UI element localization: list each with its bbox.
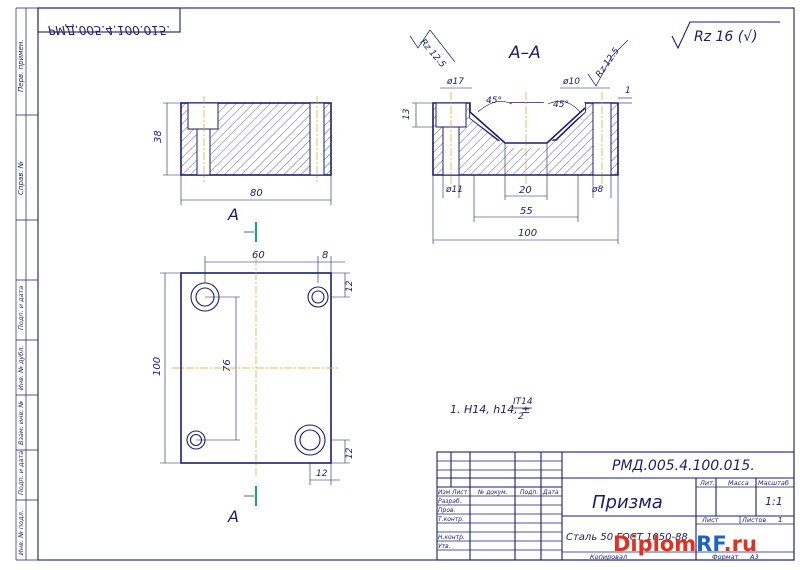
front-view: 38 80 xyxy=(153,96,332,205)
dim-sec-d11: ø11 xyxy=(445,185,463,195)
watermark-part1: Diplom xyxy=(613,532,696,556)
tb-h-sheet: Лист xyxy=(701,516,719,524)
tolerance-note-den: 2 xyxy=(518,412,524,422)
dim-sec-depth: 13 xyxy=(402,108,412,120)
dim-sec-holes: 55 xyxy=(520,206,533,217)
strip-inv-podl: Инв. № подл. xyxy=(17,510,25,555)
section-view: А–А ø17 ø10 45° 45° 13 1 ø11 20 xyxy=(402,29,632,244)
top-view: 60 8 12 100 76 12 12 А А xyxy=(152,205,355,526)
strip-podp-1: Подп. и дата xyxy=(17,286,25,330)
tb-row-tcontrol: Т.контр. xyxy=(438,516,464,523)
sheet-frame xyxy=(37,7,795,561)
tb-row-approve: Утв. xyxy=(438,543,451,550)
tb-part-name: Призма xyxy=(592,492,663,513)
tb-h-lit: Лит. xyxy=(699,479,715,487)
tb-designation: РМД.005.4.100.015. xyxy=(612,458,755,474)
dim-sec-d8: ø8 xyxy=(591,185,604,195)
roughness-local-right: Rz 12.5 xyxy=(594,46,622,80)
cut-label-top: А xyxy=(227,205,239,224)
cut-label-bottom: А xyxy=(227,507,239,526)
tb-col-doc: № докум. xyxy=(477,489,508,496)
roughness-local-left: Rz 12.5 xyxy=(418,38,448,71)
designation-mirror: РМД.005.4.100.015. xyxy=(48,23,170,37)
tb-h-sheets: Листов xyxy=(741,516,766,524)
tb-col-sign: Подп. xyxy=(520,489,538,496)
left-strip: Перв. примен. Справ. № Подп. и дата Инв.… xyxy=(15,7,38,561)
dim-top-offset-right: 8 xyxy=(322,250,328,261)
tb-sheets-count: 1 xyxy=(778,516,782,524)
dim-sec-angle-left: 45° xyxy=(486,96,502,106)
dim-top-height: 100 xyxy=(152,357,163,376)
strip-podp-2: Подп. и дата xyxy=(17,451,25,495)
strip-inv-dubl: Инв. № дубл. xyxy=(17,346,25,390)
dim-sec-total: 100 xyxy=(518,228,537,239)
tolerance-note-main: 1. H14, h14, ± xyxy=(450,403,530,416)
dim-top-hole-vertical: 76 xyxy=(222,359,233,372)
tb-h-mass: Масса xyxy=(728,479,749,487)
dim-top-hole-span: 60 xyxy=(252,250,265,261)
top-left-designation: РМД.005.4.100.015. xyxy=(37,7,181,37)
tb-copied: Копировал xyxy=(590,553,627,561)
watermark-part3: .ru xyxy=(724,532,757,556)
strip-vzam: Взам. инв. № xyxy=(17,401,25,445)
roughness-general-text: Rz 16 (√) xyxy=(694,29,758,45)
tb-row-dev: Разраб. xyxy=(438,498,462,505)
svg-text:DiplomRF.ru: DiplomRF.ru xyxy=(613,532,757,556)
tb-row-ncontrol: Н.контр. xyxy=(438,534,465,541)
dim-sec-groove: 20 xyxy=(519,185,532,196)
tb-format-val: А3 xyxy=(749,553,759,561)
tolerance-note-num: IT14 xyxy=(513,397,533,407)
tb-scale: 1:1 xyxy=(765,495,783,508)
strip-perv-primen: Перв. примен. xyxy=(17,39,25,92)
section-title: А–А xyxy=(508,43,541,63)
tb-h-scale: Масштаб xyxy=(758,479,789,487)
tb-format: Формат xyxy=(712,553,739,561)
title-block: РМД.005.4.100.015. Изм Лист № докум. Под… xyxy=(436,451,795,561)
strip-sprav: Справ. № xyxy=(17,161,25,195)
dim-sec-d10: ø10 xyxy=(562,77,580,87)
dim-top-offset-top: 12 xyxy=(345,280,355,292)
dim-sec-right-gap: 1 xyxy=(625,86,631,96)
dim-sec-d17: ø17 xyxy=(446,77,464,87)
dim-top-offset-bottom-right: 12 xyxy=(345,447,355,459)
roughness-general: Rz 16 (√) xyxy=(671,21,780,50)
dim-front-height: 38 xyxy=(153,130,164,143)
dim-front-width: 80 xyxy=(250,188,263,199)
tolerance-note: 1. H14, h14, ± IT14 2 xyxy=(450,397,533,422)
tb-col-sheet: Лист xyxy=(451,489,468,496)
tb-material: Сталь 50 ГОСТ 1050-88 xyxy=(566,532,688,543)
tb-col-change: Изм xyxy=(438,489,451,496)
tb-col-date: Дата xyxy=(542,489,559,496)
watermark-logo: DiplomRF.ru xyxy=(613,532,757,556)
tb-row-check: Пров. xyxy=(438,507,456,514)
dim-top-offset-bottom: 12 xyxy=(316,469,328,479)
watermark-part2: RF xyxy=(696,532,725,556)
dim-sec-angle-right: 45° xyxy=(553,100,569,110)
